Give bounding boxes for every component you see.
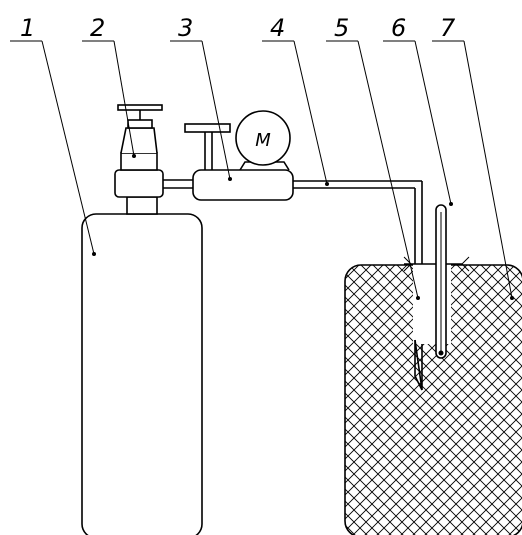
probe [435, 202, 453, 359]
label-5: 5 [334, 14, 349, 42]
motor: M [235, 110, 291, 171]
leader-lines [10, 40, 513, 299]
motor-label: M [255, 130, 271, 151]
label-6: 6 [391, 14, 406, 42]
cylinder-valve [114, 104, 164, 198]
label-1: 1 [20, 14, 35, 42]
sample-tank [344, 264, 522, 535]
flow-meter [184, 123, 294, 201]
label-7: 7 [440, 14, 456, 42]
gas-cylinder [81, 196, 203, 535]
label-3: 3 [178, 14, 193, 42]
label-2: 2 [90, 14, 105, 42]
connector-pipe [163, 179, 193, 189]
tank-lid [403, 256, 470, 272]
label-4: 4 [270, 14, 285, 42]
